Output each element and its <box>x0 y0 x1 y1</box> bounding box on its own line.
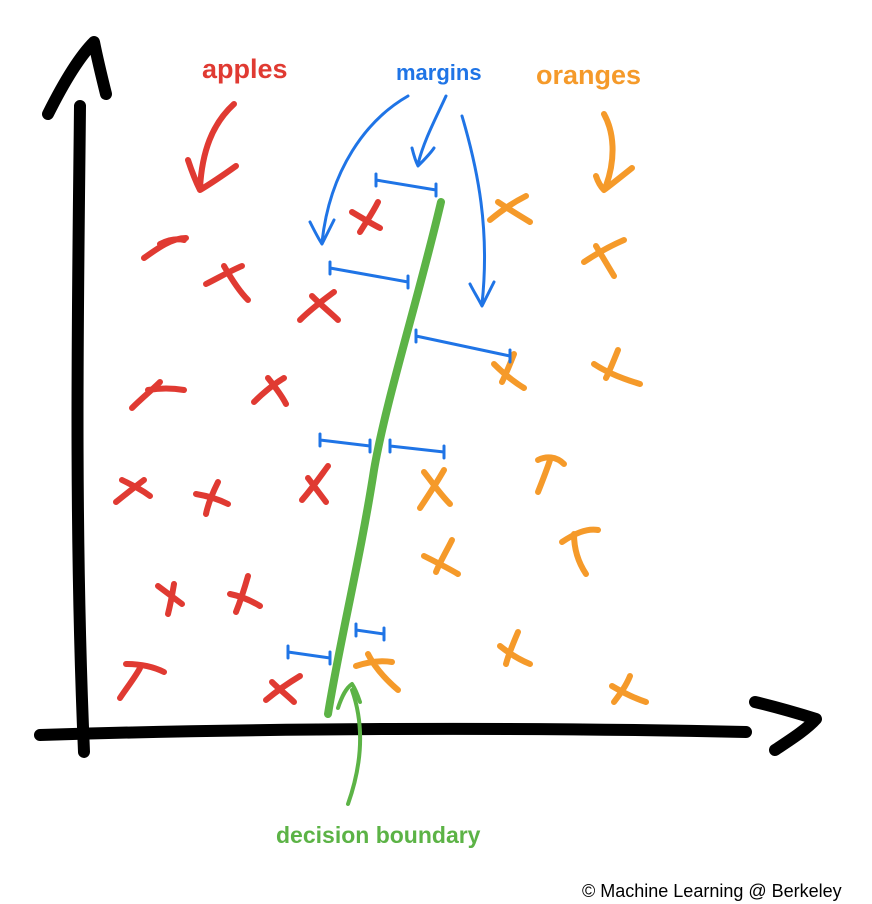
decision-boundary-arrow <box>336 682 363 806</box>
apple-point <box>141 235 189 261</box>
orange-point <box>491 351 527 391</box>
orange-point <box>487 193 533 225</box>
apple-point <box>193 479 231 517</box>
margin-bar <box>318 432 372 454</box>
orange-point <box>497 629 533 667</box>
apple-point <box>297 289 341 323</box>
apple-point <box>263 673 303 705</box>
decision-boundary-line <box>324 198 445 718</box>
orange-point <box>417 467 453 511</box>
orange-point <box>353 651 401 693</box>
axes <box>34 36 822 758</box>
margin-bar <box>374 172 438 198</box>
margin-bar <box>286 644 332 666</box>
orange-points <box>353 193 649 705</box>
x-axis <box>34 722 752 741</box>
apple-point <box>227 573 263 615</box>
decision-boundary-label: decision boundary <box>276 822 481 848</box>
apple-point <box>299 463 331 505</box>
oranges-label: oranges <box>536 60 642 90</box>
margins <box>286 94 512 666</box>
margin-bar <box>388 438 446 460</box>
orange-point <box>609 673 649 705</box>
orange-point <box>591 347 643 387</box>
orange-point <box>535 454 567 495</box>
margin-label-arrow <box>460 114 496 308</box>
orange-point <box>581 237 627 279</box>
orange-point <box>559 526 601 577</box>
apple-point <box>117 661 167 701</box>
apple-point <box>349 199 383 235</box>
label-arrows <box>185 101 635 193</box>
margin-label-arrow <box>410 94 448 168</box>
apple-points <box>113 199 383 705</box>
apple-point <box>155 581 185 617</box>
x-axis-arrowhead <box>749 696 822 756</box>
apple-point <box>251 375 289 407</box>
orange-point <box>421 537 461 577</box>
apples-label-arrow <box>185 101 239 193</box>
apple-point <box>129 379 187 411</box>
apple-point <box>203 263 251 303</box>
margin-bar <box>354 622 386 642</box>
margin-bar <box>328 260 410 290</box>
apples-label: apples <box>202 54 288 84</box>
margin-label-arrow <box>308 94 410 246</box>
apple-point <box>113 477 153 505</box>
oranges-label-arrow <box>593 111 635 193</box>
margins-label: margins <box>396 60 482 85</box>
y-axis <box>71 100 90 758</box>
copyright-notice: © Machine Learning @ Berkeley <box>582 881 842 901</box>
margin-bar <box>414 328 512 364</box>
y-axis-arrowhead <box>42 36 112 120</box>
